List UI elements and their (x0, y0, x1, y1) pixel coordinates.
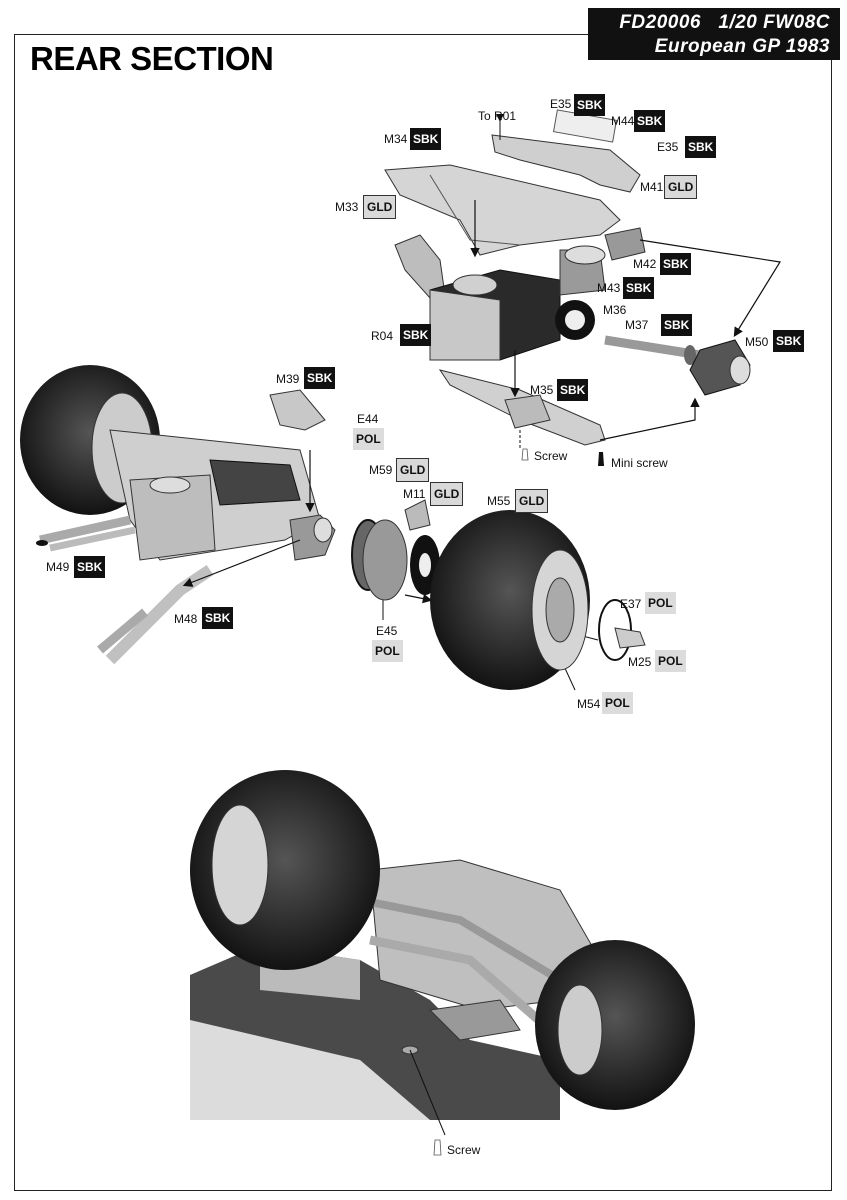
label-m33: M33 (335, 200, 359, 214)
finish-badge-m33: GLD (363, 195, 397, 219)
label-to-r01: To R01 (478, 109, 517, 123)
rear-right-tire (430, 510, 590, 690)
exhaust-tailpipe (97, 565, 214, 665)
label-e35-right: E35 (657, 140, 679, 154)
label-mini-screw: Mini screw (611, 456, 668, 470)
label-m25: M25 (628, 655, 652, 669)
finish-badge-m44: SBK (634, 110, 666, 132)
label-m43: M43 (597, 281, 621, 295)
label-e44: E44 (357, 412, 379, 426)
airbox-duct (269, 389, 326, 431)
label-m41: M41 (640, 180, 664, 194)
finish-badge-e35-top: SBK (574, 94, 606, 116)
label-screw-upper: Screw (534, 449, 568, 463)
upper-wishbone (384, 164, 621, 256)
finish-badge-e44: POL (353, 428, 384, 450)
label-m11: M11 (403, 487, 426, 501)
brake-disc-assembly (351, 499, 440, 601)
event-name: European GP 1983 (654, 36, 830, 57)
finish-badge-m59: GLD (396, 458, 430, 482)
finish-badge-m50: SBK (773, 330, 805, 352)
label-m59: M59 (369, 463, 393, 477)
finish-badge-m49: SBK (74, 556, 106, 578)
finish-badge-m25: POL (655, 650, 686, 672)
completed-view-undertray (190, 945, 560, 1120)
chassis-rear-upright (289, 514, 336, 561)
finish-badge-e45: POL (372, 640, 403, 662)
label-e45: E45 (376, 624, 398, 638)
label-m48: M48 (174, 612, 198, 626)
label-m55: M55 (487, 494, 511, 508)
label-m42: M42 (633, 257, 657, 271)
label-m35: M35 (530, 383, 554, 397)
label-m37: M37 (625, 318, 649, 332)
finish-badge-m41: GLD (664, 175, 698, 199)
label-m44: M44 (611, 114, 635, 128)
finish-badge-m43: SBK (623, 277, 655, 299)
label-e37: E37 (620, 597, 642, 611)
finish-badge-m39: SBK (304, 367, 336, 389)
label-m34: M34 (384, 132, 408, 146)
label-m50: M50 (745, 335, 769, 349)
exhaust-pipes (36, 515, 136, 552)
finish-badge-m35: SBK (557, 379, 589, 401)
lower-wishbone (438, 369, 606, 446)
rear-wing-mount-bracket (491, 109, 641, 193)
finish-badge-m48: SBK (202, 607, 234, 629)
header-badge: FD20006 1/20 FW08C European GP 1983 (588, 8, 840, 60)
completed-view-left-tire (190, 770, 380, 970)
finish-badge-m11: GLD (430, 482, 464, 506)
finish-badge-e37: POL (645, 592, 676, 614)
finish-badge-m55: GLD (515, 489, 549, 513)
chassis-frame (109, 429, 321, 561)
finish-badge-m37: SBK (661, 314, 693, 336)
gearbox-casing (429, 245, 606, 361)
screw-icon (521, 448, 529, 461)
screw-icon-bottom (433, 1139, 442, 1156)
finish-badge-m54: POL (602, 692, 633, 714)
label-r04: R04 (371, 329, 394, 343)
finish-badge-m42: SBK (660, 253, 692, 275)
driveshaft-assembly (555, 300, 701, 365)
label-screw-bottom: Screw (447, 1143, 481, 1157)
finish-badge-m34: SBK (410, 128, 442, 150)
label-m36: M36 (603, 303, 627, 317)
label-e35-top: E35 (550, 97, 572, 111)
rear-upright (689, 339, 751, 396)
page-title: REAR SECTION (30, 40, 274, 77)
kit-code-and-scale: FD20006 1/20 FW08C (619, 12, 830, 33)
page-frame (14, 34, 832, 1191)
completed-view-right-tire (535, 940, 695, 1110)
finish-badge-r04: SBK (400, 324, 432, 346)
label-m54: M54 (577, 697, 601, 711)
wheel-nut-and-washer (598, 599, 646, 661)
label-m49: M49 (46, 560, 70, 574)
finish-badge-e35-right: SBK (685, 136, 717, 158)
mini-screw-icon (598, 452, 604, 466)
upright-bracket (604, 227, 646, 261)
label-m39: M39 (276, 372, 300, 386)
